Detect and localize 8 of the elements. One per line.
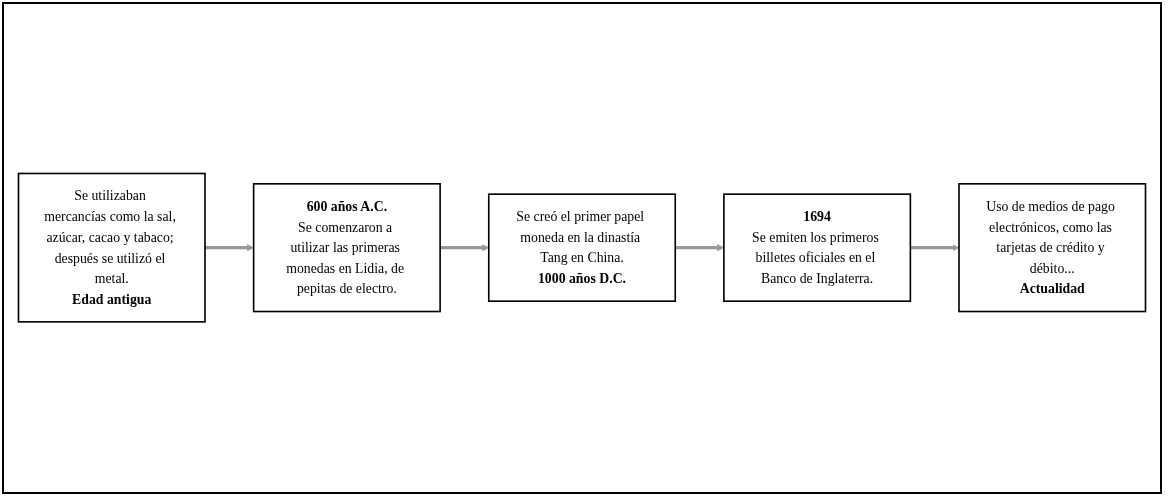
frame-border: Se utilizaban mercancías como la sal, azúcar, cacao y tabaco; después se utilizó el metal. Edad antigua 600 años A.C. Se comenzaron a utilizar las primeras monedas en Lidia, de pepitas de electro. Se creó el primer papel moneda en la dinastía Tang en China. 1000 años D.C. 1694 Se emiten los primeros billetes oficiales en el Banco de Inglaterra. Uso de medios de pago electrónicos, como las tarjetas de crédito y débito... Actualidad xyxy=(2,2,1162,494)
arrow xyxy=(910,244,960,252)
arrow xyxy=(205,244,254,252)
node-box xyxy=(252,183,441,313)
node-box xyxy=(723,193,912,303)
node-box xyxy=(958,183,1147,313)
node-box xyxy=(487,193,677,303)
node-box xyxy=(17,173,206,323)
